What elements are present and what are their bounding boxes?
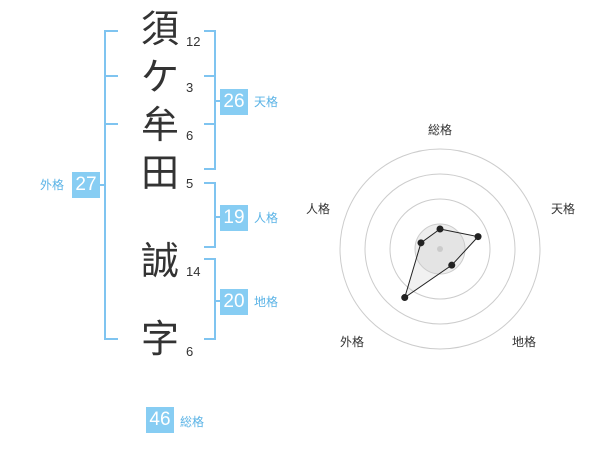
radar-rings xyxy=(339,148,541,350)
jinkaku-bracket-top xyxy=(204,182,216,184)
stroke-count-4: 5 xyxy=(186,176,194,191)
radar-point-4 xyxy=(401,294,409,302)
chikaku-connector xyxy=(214,300,222,302)
radar-point-2 xyxy=(474,233,482,241)
radar-point-3 xyxy=(448,261,456,269)
gaikaku-label: 外格 xyxy=(40,178,65,192)
radar-points xyxy=(401,225,482,302)
chikaku-bracket-bottom xyxy=(204,338,216,340)
radar-axis-gaikaku: 外格 xyxy=(340,334,364,349)
name-char-6: 字 xyxy=(140,317,179,361)
stroke-count-6: 6 xyxy=(186,344,194,359)
radar-axis-tenkaku: 天格 xyxy=(551,201,575,216)
chikaku-bracket-vertical xyxy=(214,258,216,340)
jinkaku-label: 人格 xyxy=(254,211,279,225)
radar-ring-2 xyxy=(389,198,491,300)
name-char-3: 牟 xyxy=(140,103,179,147)
tenkaku-bracket-top xyxy=(204,30,216,32)
radar-center xyxy=(437,246,443,252)
radar-axis-chikaku: 地格 xyxy=(512,334,536,349)
chikaku-label: 地格 xyxy=(254,295,279,309)
radar-ring-3 xyxy=(364,173,516,325)
name-char-5: 誠 xyxy=(140,239,179,283)
stroke-count-2: 3 xyxy=(186,80,194,95)
radar-point-1 xyxy=(436,225,444,233)
name-char-1: 須 xyxy=(140,7,179,51)
gaikaku-bracket-top xyxy=(104,30,118,32)
chikaku-bracket-top xyxy=(204,258,216,260)
radar-polygon xyxy=(403,228,480,299)
tenkaku-bracket-tick xyxy=(204,75,216,77)
radar-point-5 xyxy=(417,239,425,247)
gaikaku-bracket-tick-1 xyxy=(104,75,118,77)
stroke-count-5: 14 xyxy=(186,264,201,279)
tenkaku-label: 天格 xyxy=(254,95,279,109)
stroke-count-3: 6 xyxy=(186,128,194,143)
name-char-4: 田 xyxy=(140,151,179,195)
name-char-2: ケ xyxy=(140,55,179,99)
soukaku-label: 総格 xyxy=(180,415,205,429)
chikaku-value: 20 xyxy=(220,289,248,315)
tenkaku-bracket-bottom xyxy=(204,168,216,170)
radar-axis-soukaku: 総格 xyxy=(428,122,452,137)
tenkaku-connector xyxy=(214,100,222,102)
jinkaku-value: 19 xyxy=(220,205,248,231)
radar-axis-jinkaku: 人格 xyxy=(306,201,330,216)
stroke-count-1: 12 xyxy=(186,34,201,49)
gaikaku-bracket-bottom xyxy=(104,338,118,340)
jinkaku-connector xyxy=(214,216,222,218)
soukaku-value: 46 xyxy=(146,407,174,433)
radar-ring-4 xyxy=(339,148,541,350)
gaikaku-value: 27 xyxy=(72,172,100,198)
gaikaku-bracket-tick-2 xyxy=(104,123,118,125)
jinkaku-bracket-bottom xyxy=(204,246,216,248)
tenkaku-bracket-tick xyxy=(204,123,216,125)
tenkaku-value: 26 xyxy=(220,89,248,115)
gaikaku-connector xyxy=(98,184,106,186)
jinkaku-bracket-vertical xyxy=(214,182,216,248)
